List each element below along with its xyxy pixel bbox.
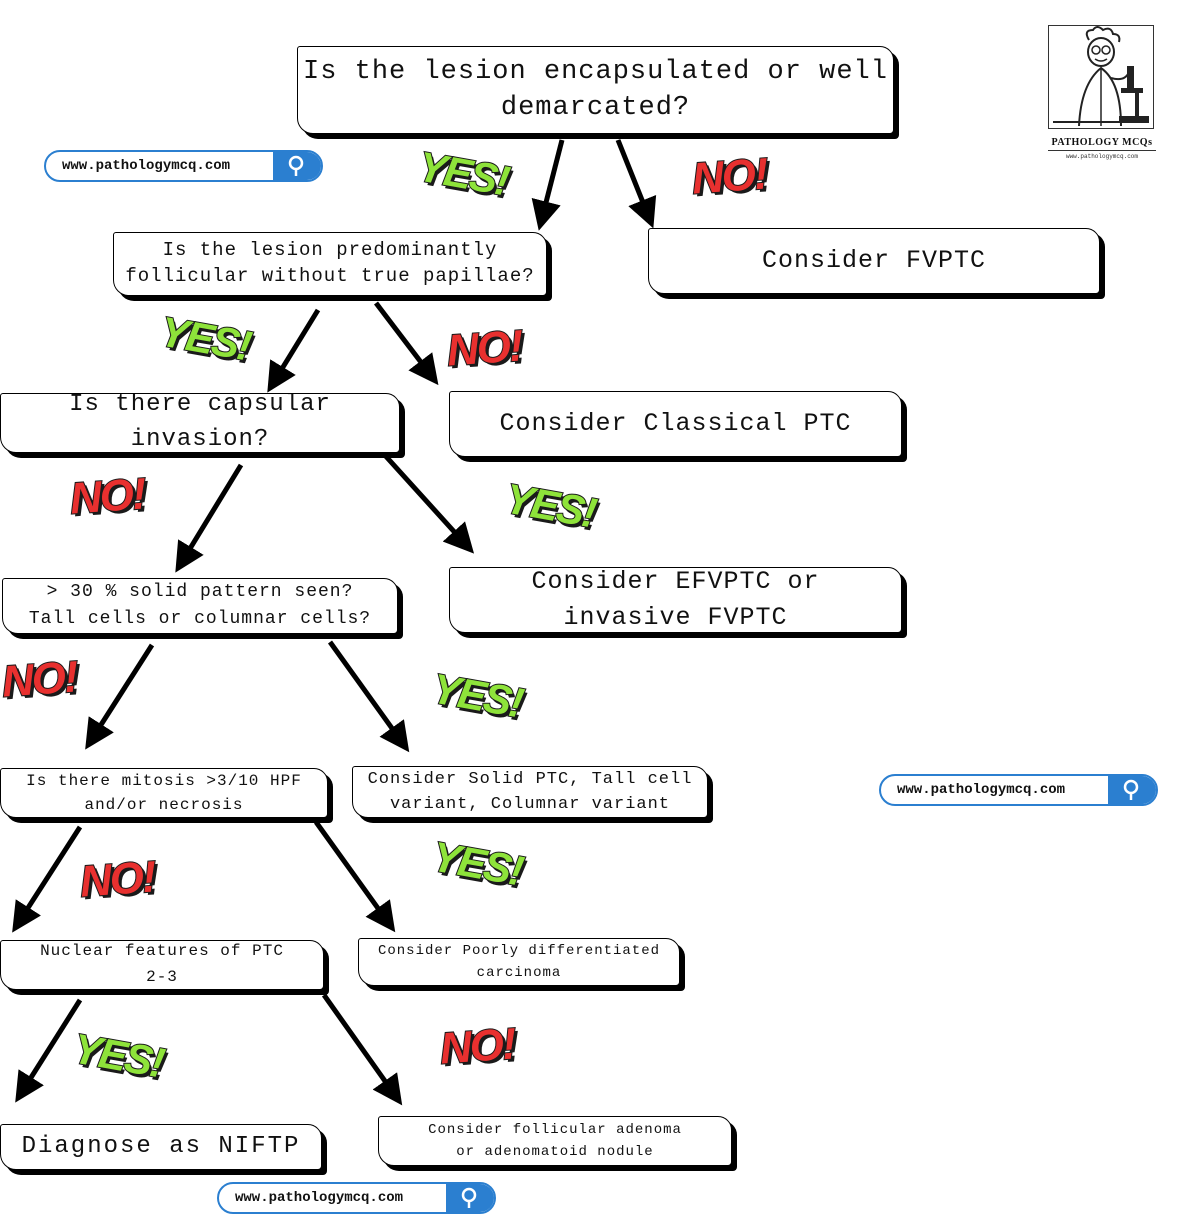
node-pdc-line1: Consider Poorly differentiated	[377, 942, 661, 959]
node-q5-line1: Is there mitosis >3/10 HPF	[26, 772, 302, 790]
node-q1: Is the lesion encapsulated or well demarc…	[297, 46, 894, 134]
logo-title: PATHOLOGY MCQs	[1051, 137, 1153, 148]
scientist-microscope-icon	[1048, 25, 1154, 129]
node-q5-line2: and/or necrosis	[84, 796, 244, 814]
node-q2: Is the lesion predominantly follicular wi…	[113, 232, 547, 296]
arrow-q4-yes	[327, 640, 410, 753]
node-niftp-text: Diagnose as NIFTP	[21, 1132, 301, 1160]
node-solid-line1: Consider Solid PTC, Tall cell	[367, 769, 693, 789]
search-icon	[273, 152, 321, 180]
arrow-q5-no	[12, 825, 83, 933]
node-q4: > 30 % solid pattern seen? Tall cells or …	[2, 578, 398, 634]
logo-subtitle: www.pathologymcq.com	[1048, 150, 1156, 160]
search-icon	[1108, 776, 1156, 804]
node-classical: Consider Classical PTC	[449, 391, 902, 457]
node-q3: Is there capsular invasion?	[0, 393, 400, 453]
arrow-q4-no	[85, 643, 155, 750]
node-q5: Is there mitosis >3/10 HPF and/or necrosi…	[0, 768, 328, 818]
node-niftp: Diagnose as NIFTP	[0, 1124, 322, 1170]
watermark-search-bar: www.pathologymcq.com	[44, 150, 323, 182]
search-icon	[446, 1184, 494, 1212]
node-classical-text: Consider Classical PTC	[499, 409, 852, 439]
node-pdc: Consider Poorly differentiated carcinoma	[358, 938, 680, 986]
node-q2-line1: Is the lesion predominantly	[162, 239, 498, 262]
node-fvptc: Consider FVPTC	[648, 228, 1100, 294]
arrow-q3-yes	[380, 450, 475, 554]
label-no: NO!	[77, 851, 157, 907]
watermark-url: www.pathologymcq.com	[62, 158, 231, 174]
node-q4-line2: Tall cells or columnar cells?	[28, 609, 372, 629]
node-q3-line1: Is there capsular	[69, 393, 331, 419]
label-no: NO!	[67, 468, 147, 524]
node-q6-line1: Nuclear features of PTC	[40, 942, 284, 961]
label-no: NO!	[0, 651, 79, 707]
node-adenoma-line1: Consider follicular adenoma	[428, 1121, 682, 1138]
watermark-search-bar: www.pathologymcq.com	[879, 774, 1158, 806]
node-q6-line2: 2-3	[146, 968, 178, 986]
label-no: NO!	[689, 148, 769, 204]
node-efvptc-line1: Consider EFVPTC or	[531, 567, 820, 596]
arrow-q2-yes	[267, 308, 321, 393]
arrow-q2-no	[374, 301, 439, 386]
node-q4-line1: > 30 % solid pattern seen?	[46, 582, 354, 602]
arrow-q1-yes	[531, 139, 565, 231]
node-fvptc-text: Consider FVPTC	[761, 246, 987, 276]
node-efvptc: Consider EFVPTC or invasive FVPTC	[449, 567, 902, 633]
node-q6: Nuclear features of PTC 2-3	[0, 940, 324, 990]
node-q1-line2: demarcated?	[500, 93, 691, 123]
node-q3-line2: invasion?	[130, 426, 270, 453]
node-q1-line1: Is the lesion encapsulated or well	[303, 56, 888, 87]
arrow-q6-no	[321, 993, 403, 1106]
arrow-q3-no	[175, 463, 244, 573]
node-pdc-line2: carcinoma	[476, 965, 562, 981]
node-solid-line2: variant, Columnar variant	[389, 795, 671, 814]
pathology-mcqs-logo: PATHOLOGY MCQs www.pathologymcq.com	[1048, 25, 1156, 160]
watermark-url: www.pathologymcq.com	[235, 1190, 404, 1206]
label-no: NO!	[444, 320, 524, 376]
watermark-search-bar: www.pathologymcq.com	[217, 1182, 496, 1214]
arrow-q5-yes	[313, 820, 396, 933]
node-q2-line2: follicular without true papillae?	[125, 265, 535, 287]
arrow-q1-no	[615, 139, 657, 229]
label-no: NO!	[437, 1018, 517, 1074]
arrow-q6-yes	[15, 998, 83, 1103]
node-adenoma-line2: or adenomatoid nodule	[456, 1144, 654, 1160]
node-adenoma: Consider follicular adenoma or adenomatoi…	[378, 1116, 732, 1166]
watermark-url: www.pathologymcq.com	[897, 782, 1066, 798]
node-efvptc-line2: invasive FVPTC	[563, 603, 788, 632]
node-solid: Consider Solid PTC, Tall cell variant, Co…	[352, 766, 708, 818]
